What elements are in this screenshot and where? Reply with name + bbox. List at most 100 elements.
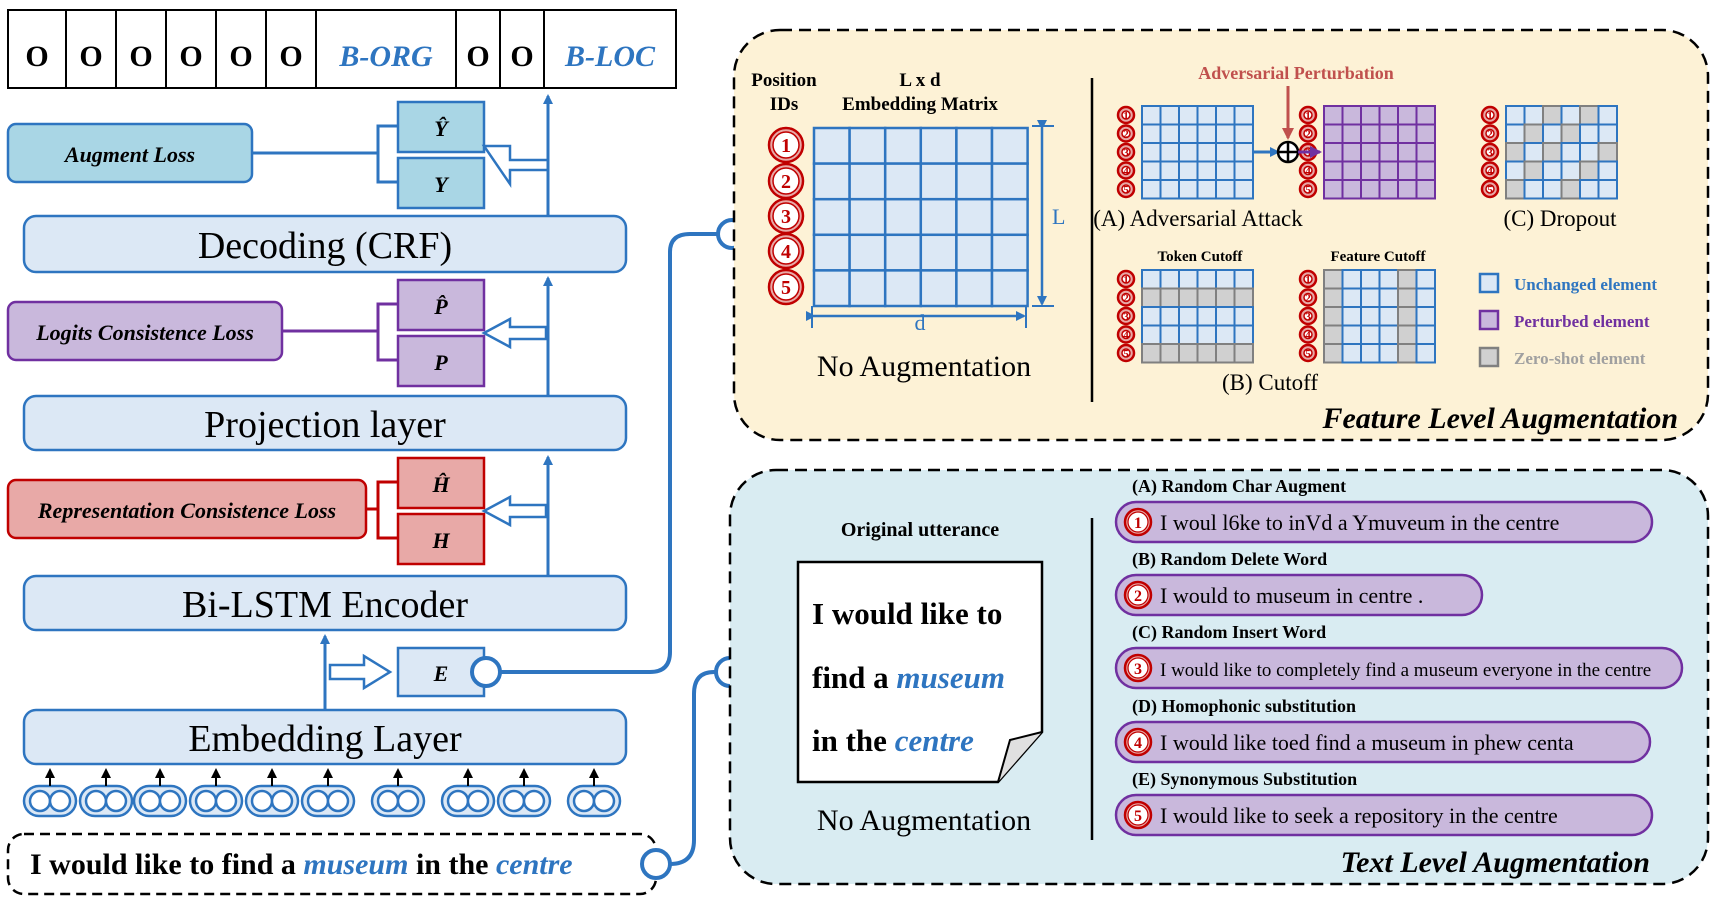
token-node	[132, 768, 188, 818]
matrix-cell	[1360, 142, 1381, 163]
position-id-number: 5	[1123, 184, 1129, 196]
matrix-cell	[1196, 287, 1217, 308]
matrix-cell	[990, 269, 1029, 308]
y-hat-box	[396, 100, 486, 154]
position-id-number: 3	[1305, 311, 1311, 323]
position-id-number: 1	[781, 135, 791, 157]
matrix-cell	[1378, 306, 1399, 327]
matrix-cell	[990, 162, 1029, 201]
text-aug-number: 2	[1134, 588, 1142, 605]
augment-loss-label: Augment Loss	[63, 142, 195, 167]
orig-line-2a: find a	[812, 660, 896, 695]
text-aug-number: 4	[1134, 735, 1142, 752]
matrix-cell	[1196, 160, 1217, 181]
matrix-cell	[1233, 160, 1254, 181]
dropout-label: (C) Dropout	[1503, 206, 1617, 231]
matrix-cell	[1523, 160, 1544, 181]
matrix-cell	[1397, 343, 1418, 364]
matrix-cell	[919, 197, 958, 237]
position-id-badge: 3	[1116, 142, 1136, 162]
matrix-cell	[1233, 324, 1254, 345]
position-id-number: 1	[1487, 110, 1493, 122]
matrix-cell	[1141, 142, 1162, 163]
tag-cell: B-ORG	[338, 40, 433, 73]
feature-panel-title: Feature Level Augmentation	[1321, 402, 1678, 435]
matrix-cell	[1341, 160, 1362, 181]
matrix-cell	[1178, 142, 1199, 163]
matrix-cell	[1323, 123, 1344, 144]
y-box	[396, 156, 486, 210]
tag-cell: O	[510, 40, 533, 73]
text-panel-title: Text Level Augmentation	[1341, 846, 1650, 879]
embedding-label: Embedding Layer	[188, 718, 462, 760]
matrix-cell	[883, 126, 923, 165]
matrix-cell	[848, 233, 887, 272]
cutoff-label: (B) Cutoff	[1222, 370, 1318, 395]
text-aug-heading: (A) Random Char Augment	[1132, 476, 1346, 497]
text-aug-heading: (B) Random Delete Word	[1132, 549, 1327, 570]
representation-loss-group: Representation Consistence Loss Ĥ H	[6, 456, 548, 566]
legend-unchanged: Unchanged element	[1514, 275, 1657, 294]
y-hat-label: Ŷ	[434, 116, 450, 141]
matrix-cell	[1233, 105, 1254, 126]
logits-loss-label: Logits Consistence Loss	[35, 320, 254, 345]
matrix-cell	[1215, 343, 1236, 364]
dropout-matrix	[1505, 105, 1618, 200]
legend-swatch-perturbed	[1478, 309, 1500, 331]
position-id-badge: 5	[1480, 179, 1500, 199]
position-id-number: 2	[1305, 292, 1311, 304]
position-id-badge: 5	[1116, 343, 1136, 363]
orig-line-1: I would like to	[812, 596, 1002, 631]
token-cutoff-matrix	[1141, 269, 1254, 364]
position-id-number: 3	[781, 206, 791, 228]
matrix-cell	[1178, 306, 1199, 327]
token-node	[188, 768, 244, 818]
matrix-cell	[1196, 306, 1217, 327]
position-id-number: 5	[781, 277, 791, 299]
input-sentence: I would like to find a museum in the cen…	[30, 848, 573, 881]
matrix-cell	[1141, 105, 1162, 126]
p-box	[396, 334, 486, 388]
representation-loss-label: Representation Consistence Loss	[37, 498, 336, 523]
position-id-badge: 3	[767, 197, 805, 235]
input-text-2: in the	[408, 848, 496, 881]
matrix-cell	[1542, 142, 1563, 163]
matrix-cell	[1415, 269, 1436, 290]
matrix-cell	[1141, 179, 1162, 200]
matrix-cell	[1397, 306, 1418, 327]
position-id-badge: 2	[1116, 124, 1136, 143]
matrix-cell	[1215, 105, 1236, 126]
text-aug-pill	[1114, 793, 1654, 837]
tag-cell: O	[179, 40, 202, 73]
matrix-cell	[812, 269, 851, 308]
matrix-cell	[1415, 306, 1436, 327]
position-id-badge: 2	[767, 162, 805, 200]
matrix-cell	[1397, 105, 1418, 126]
text-aug-number: 1	[1134, 515, 1142, 532]
matrix-cell	[1378, 269, 1399, 290]
connector-e-to-feature	[500, 232, 724, 674]
position-id-number: 1	[1305, 110, 1311, 122]
matrix-cell	[1341, 142, 1362, 163]
matrix-cell	[1560, 179, 1581, 200]
decoding-label: Decoding (CRF)	[198, 225, 452, 267]
token-node	[370, 768, 426, 818]
text-aug-heading: (E) Synonymous Substitution	[1132, 769, 1357, 790]
position-id-badge: 1	[767, 126, 805, 164]
position-ids-label-1: Position	[751, 70, 817, 91]
dim-d-label: d	[915, 310, 926, 335]
matrix-cell	[1523, 123, 1544, 144]
position-id-badge: 3	[1480, 142, 1500, 162]
token-node	[496, 768, 552, 818]
matrix-cell	[1415, 343, 1436, 364]
text-aug-badge: 4	[1123, 727, 1153, 757]
matrix-cell	[955, 233, 994, 272]
matrix-cell	[1360, 105, 1381, 126]
matrix-cell	[1341, 123, 1362, 144]
matrix-cell	[1542, 179, 1563, 200]
matrix-cell	[1196, 343, 1217, 364]
matrix-cell	[1415, 105, 1436, 126]
legend-zero: Zero-shot element	[1514, 349, 1646, 368]
text-aug-pill	[1114, 720, 1652, 764]
